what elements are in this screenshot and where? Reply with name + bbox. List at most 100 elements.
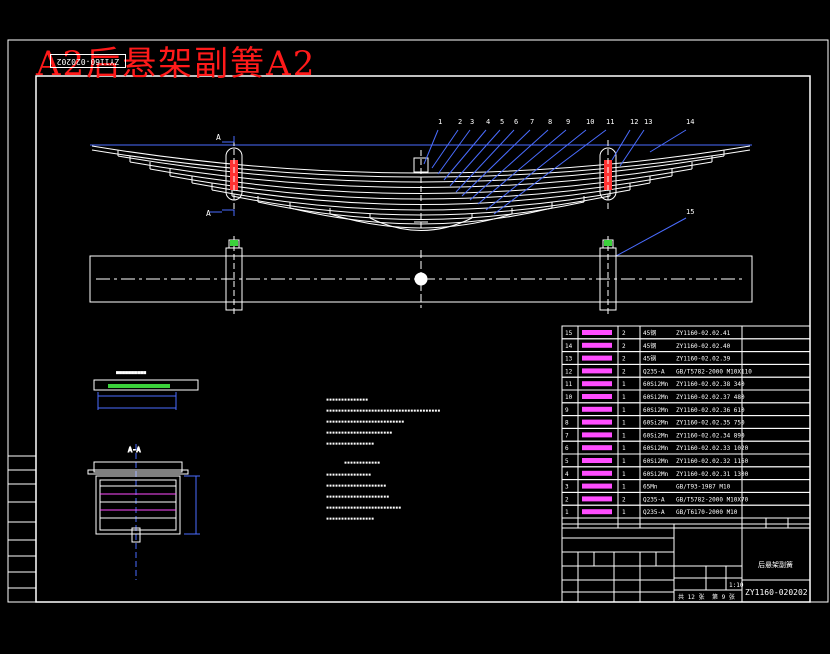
svg-text:A-A: A-A <box>128 446 141 454</box>
bom-name-cell <box>582 470 612 476</box>
bom-part-code: ZY1160-02.02.39 <box>676 356 731 363</box>
svg-text:▪▪▪▪▪▪▪▪▪▪▪▪▪▪: ▪▪▪▪▪▪▪▪▪▪▪▪▪▪ <box>326 397 368 403</box>
bom-material: Q235-A <box>643 368 665 375</box>
bom-item-number: 3 <box>565 484 569 491</box>
svg-text:▪▪▪▪▪▪▪▪▪▪▪▪▪▪▪▪▪▪▪▪▪▪: ▪▪▪▪▪▪▪▪▪▪▪▪▪▪▪▪▪▪▪▪▪▪ <box>326 430 392 436</box>
section-label-top: A <box>216 133 221 142</box>
bom-part-code: GB/T5782-2000 M10X110 <box>676 368 752 375</box>
title-block-part-name: 后悬架副簧 <box>758 560 793 569</box>
part-balloon: 7 <box>530 118 534 126</box>
bom-item-number: 2 <box>565 496 569 503</box>
bom-part-code: ZY1160-02.02.31 1300 <box>676 471 749 478</box>
bom-name-cell <box>582 509 612 515</box>
bom-item-number: 10 <box>565 394 573 401</box>
bom-material: 65Mn <box>643 484 658 491</box>
bom-item-number: 14 <box>565 343 573 350</box>
bom-part-code: GB/T93-1987 M10 <box>676 484 731 491</box>
bom-part-code: ZY1160-02.02.32 1160 <box>676 458 749 465</box>
title-block-drawing-number: ZY1160-020202 <box>745 588 808 597</box>
bom-name-cell <box>582 496 612 502</box>
bom-material: 60Si2Mn <box>643 471 669 478</box>
bom-item-number: 11 <box>565 381 573 388</box>
bom-name-cell <box>582 432 612 438</box>
bom-item-number: 9 <box>565 407 569 414</box>
bom-material: 60Si2Mn <box>643 381 669 388</box>
svg-text:▪▪▪▪▪▪▪▪▪▪▪▪▪▪▪▪▪▪▪▪: ▪▪▪▪▪▪▪▪▪▪▪▪▪▪▪▪▪▪▪▪ <box>326 483 386 489</box>
bom-item-number: 8 <box>565 420 569 427</box>
bom-material: 60Si2Mn <box>643 445 669 452</box>
part-balloon: 15 <box>686 208 694 216</box>
part-balloon: 11 <box>606 118 614 126</box>
part-balloon: 1 <box>438 118 442 126</box>
bom-part-code: ZY1160-02.02.37 480 <box>676 394 745 401</box>
bom-material: 60Si2Mn <box>643 407 669 414</box>
bom-part-code: ZY1160-02.02.33 1020 <box>676 445 749 452</box>
bom-item-number: 4 <box>565 471 569 478</box>
bom-name-cell <box>582 342 612 348</box>
title-block-sheet-number: 第 9 张 <box>712 593 735 601</box>
bom-header-row <box>561 517 811 529</box>
bom-name-cell <box>582 406 612 412</box>
bom-material: 60Si2Mn <box>643 432 669 439</box>
bom-name-cell <box>582 394 612 399</box>
title-block-sheet-count: 共 12 张 <box>678 593 704 601</box>
bom-material: 60Si2Mn <box>643 420 669 427</box>
svg-text:▪▪▪▪▪▪▪▪▪▪▪▪▪▪▪▪▪▪▪▪▪: ▪▪▪▪▪▪▪▪▪▪▪▪▪▪▪▪▪▪▪▪▪ <box>326 494 389 500</box>
part-balloon: 5 <box>500 118 504 126</box>
bom-quantity: 2 <box>622 496 626 503</box>
bom-material: 60Si2Mn <box>643 458 669 465</box>
bom-name-cell <box>582 368 612 374</box>
bom-quantity: 1 <box>622 484 626 491</box>
bom-item-number: 6 <box>565 445 569 452</box>
title-block-scale: 1:10 <box>729 582 744 589</box>
bom-quantity: 1 <box>622 394 626 401</box>
detail-view-top: ▪▪▪▪▪▪▪▪▪▪ <box>93 370 199 410</box>
part-balloon: 8 <box>548 118 552 126</box>
bom-material: 45钢 <box>643 329 656 337</box>
bom-name-cell <box>582 330 612 335</box>
section-view-a-a: A-A <box>87 444 200 580</box>
bom-name-cell <box>582 445 612 451</box>
bom-item-number: 5 <box>565 458 569 465</box>
rebound-clip-left <box>225 140 243 212</box>
bom-quantity: 1 <box>622 407 626 414</box>
rebound-clip-right <box>599 140 617 212</box>
bom-name-cell <box>582 419 612 425</box>
bom-name-cell <box>582 458 612 463</box>
bom-quantity: 1 <box>622 458 626 465</box>
svg-text:▪▪▪▪▪▪▪▪▪▪▪▪▪▪▪▪▪▪▪▪▪▪▪▪▪▪: ▪▪▪▪▪▪▪▪▪▪▪▪▪▪▪▪▪▪▪▪▪▪▪▪▪▪ <box>326 419 404 425</box>
svg-text:▪▪▪▪▪▪▪▪▪▪▪▪▪▪▪▪▪▪▪▪▪▪▪▪▪▪▪▪▪▪: ▪▪▪▪▪▪▪▪▪▪▪▪▪▪▪▪▪▪▪▪▪▪▪▪▪▪▪▪▪▪▪▪▪▪▪▪▪▪ <box>326 408 440 414</box>
bom-name-cell <box>582 355 612 361</box>
bom-quantity: 1 <box>622 509 626 516</box>
bom-name-cell <box>582 483 612 489</box>
center-bolt <box>413 150 429 228</box>
bom-part-code: ZY1160-02.02.34 890 <box>676 432 745 439</box>
svg-text:▪▪▪▪▪▪▪▪▪▪▪▪▪▪▪▪: ▪▪▪▪▪▪▪▪▪▪▪▪▪▪▪▪ <box>326 441 374 447</box>
part-balloon: 12 <box>630 118 638 126</box>
drawing-title: A2后悬架副簧A2 <box>36 44 317 84</box>
bom-quantity: 1 <box>622 381 626 388</box>
part-balloon: 10 <box>586 118 594 126</box>
drawing-number-stamp: ZY1160-020202 <box>50 54 126 68</box>
bom-part-code: ZY1160-02.02.41 <box>676 330 731 337</box>
svg-text:▪▪▪▪▪▪▪▪▪▪▪▪: ▪▪▪▪▪▪▪▪▪▪▪▪ <box>344 460 380 466</box>
bom-material: 60Si2Mn <box>643 394 669 401</box>
bom-part-code: ZY1160-02.02.38 340 <box>676 381 745 388</box>
left-revision-strip <box>7 455 37 603</box>
bom-quantity: 2 <box>622 368 626 375</box>
svg-text:▪▪▪▪▪▪▪▪▪▪▪▪▪▪▪▪: ▪▪▪▪▪▪▪▪▪▪▪▪▪▪▪▪ <box>326 516 374 522</box>
part-balloon: 9 <box>566 118 570 126</box>
bom-part-code: GB/T6170-2000 M10 <box>676 509 738 516</box>
part-balloon: 3 <box>470 118 474 126</box>
bom-item-number: 15 <box>565 330 573 337</box>
bom-item-number: 12 <box>565 368 573 375</box>
technical-notes: ▪▪▪▪▪▪▪▪▪▪▪▪▪▪ ▪▪▪▪▪▪▪▪▪▪▪▪▪▪▪▪▪▪▪▪▪▪▪▪▪… <box>326 397 440 522</box>
title-block <box>561 523 811 603</box>
bom-material: Q235-A <box>643 496 665 503</box>
bom-item-number: 13 <box>565 356 573 363</box>
bom-material: Q235-A <box>643 509 665 516</box>
leader-lines <box>423 129 687 257</box>
